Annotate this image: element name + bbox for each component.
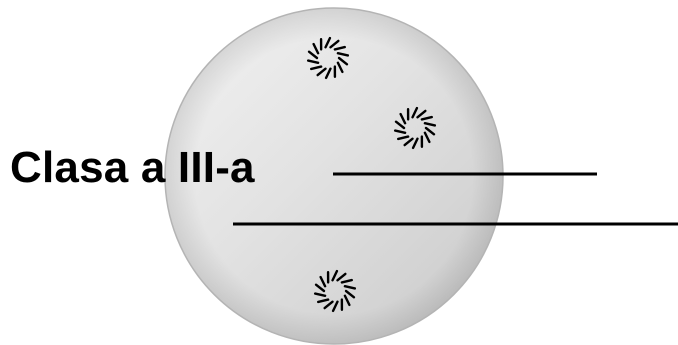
class-label: Clasa a III-a (10, 146, 255, 190)
